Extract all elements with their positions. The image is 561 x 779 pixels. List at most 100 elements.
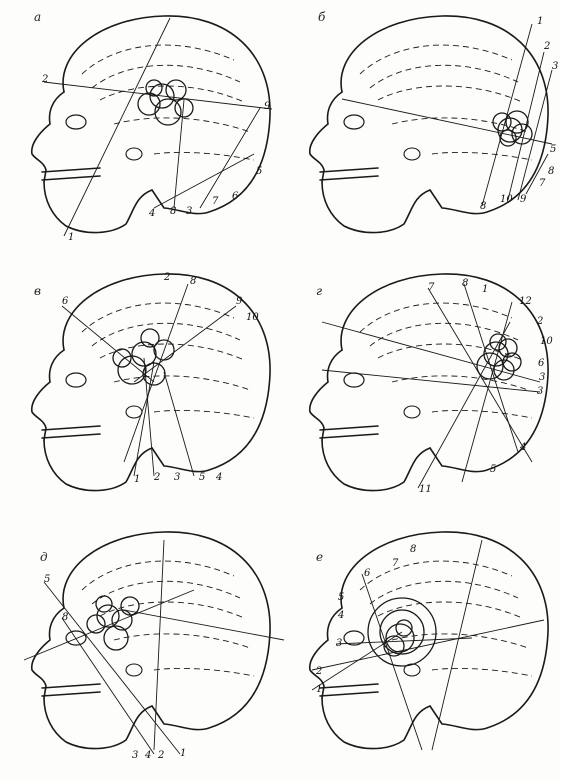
projection-line	[164, 372, 194, 476]
skull-contour	[320, 684, 378, 696]
skull-contour	[42, 168, 100, 180]
callout-label: 4	[215, 472, 222, 483]
callout-label: 11	[419, 484, 432, 495]
callout-label: 1	[134, 474, 140, 485]
panel-a: а 1 2 3 4 5 6 7 8 9	[4, 4, 284, 263]
lesion-circle	[113, 349, 131, 367]
orbit	[344, 373, 364, 387]
projection-line	[44, 582, 180, 754]
brain-contour	[92, 581, 240, 604]
projection-lines	[322, 284, 540, 488]
projection-line	[482, 24, 532, 206]
brain-contour	[154, 668, 254, 676]
projection-lines	[312, 540, 544, 750]
callout-label: 8	[548, 166, 554, 177]
ear-canal	[404, 148, 420, 160]
callout-label: 3	[186, 206, 192, 217]
projection-line	[342, 99, 552, 144]
panel-v: в 1 2 3 4 5 6 8 9 10 2	[4, 262, 284, 521]
skull-contour	[310, 608, 342, 698]
orbit	[344, 115, 364, 129]
skull-contour	[310, 350, 342, 440]
callout-label: 2	[153, 472, 160, 483]
callout-label: 6	[364, 568, 371, 579]
skull-contour	[42, 426, 100, 438]
skull-contour	[32, 92, 64, 182]
brain-contour	[82, 561, 234, 590]
callout-label: 2	[157, 750, 164, 761]
callout-label: 6	[232, 191, 239, 202]
callout-label: 4	[519, 442, 526, 453]
projection-line	[62, 306, 154, 382]
projection-line	[144, 358, 154, 476]
brain-contour	[432, 668, 532, 676]
skull-diagram: 1 2 3 4 5 8	[4, 520, 284, 779]
skull-diagram: 1 2 3 4 5 6 7 8 9	[4, 4, 284, 263]
callout-label: 5	[256, 166, 262, 177]
callout-label: 2	[315, 666, 322, 677]
callout-label: 5	[490, 464, 496, 475]
brain-contour	[378, 86, 522, 102]
projection-lines	[44, 18, 272, 236]
projection-line	[154, 154, 254, 208]
projection-line	[428, 288, 532, 462]
callout-label: 3	[336, 638, 342, 649]
ear-canal	[404, 406, 420, 418]
callout-label: 4	[337, 610, 344, 621]
brain-contour	[100, 344, 244, 360]
callout-label: 7	[428, 282, 435, 293]
brain-contour	[154, 152, 254, 160]
orbit	[66, 373, 86, 387]
brain-contour	[82, 303, 234, 332]
skull-contour	[320, 168, 378, 180]
projection-lines	[62, 284, 236, 476]
callout-label: 4	[148, 208, 155, 219]
callout-label: 8	[410, 544, 416, 555]
callout-label: 1	[537, 16, 543, 27]
skull-contour	[32, 350, 64, 440]
callout-label: 5	[338, 592, 344, 603]
projection-line	[312, 632, 402, 690]
callout-label: 10	[500, 194, 513, 205]
callout-label: 1	[316, 684, 322, 695]
skull-contour	[63, 16, 270, 214]
brain-contour	[114, 634, 250, 648]
skull-contour	[310, 92, 342, 182]
projection-line	[200, 108, 260, 208]
callout-label: 6	[62, 296, 69, 307]
skull-contour	[42, 684, 100, 696]
callout-label: 2	[543, 41, 550, 52]
skull-diagram: 1 2 3 4 5 6 7 8	[282, 520, 561, 779]
callout-label: 7	[392, 558, 399, 569]
ear-canal	[126, 664, 142, 676]
ear-canal	[126, 148, 142, 160]
brain-contour	[370, 65, 518, 88]
callout-label: 7	[212, 196, 219, 207]
skull-contour	[322, 440, 430, 491]
skull-diagram: 1 2 3 5 7 8 9 10 8	[282, 4, 561, 263]
callout-label: 3	[174, 472, 180, 483]
brain-contour	[92, 323, 240, 346]
projection-line	[64, 18, 170, 236]
callout-label: 9	[264, 101, 271, 112]
projection-line	[134, 306, 236, 382]
brain-contour	[392, 376, 528, 390]
brain-contour	[432, 152, 532, 160]
callout-label: 6	[538, 358, 545, 369]
callout-label: 3	[552, 61, 558, 72]
brain-contour	[370, 581, 518, 604]
lesion-circles	[493, 111, 532, 146]
projection-lines	[342, 24, 552, 206]
projection-line	[312, 620, 544, 670]
brain-contour	[360, 303, 512, 332]
skull-contour	[341, 274, 548, 472]
callout-label: 9	[520, 194, 527, 205]
callout-label: 10	[246, 312, 259, 323]
projection-line	[24, 590, 194, 660]
callout-label: 4	[144, 750, 151, 761]
callout-label: 2	[41, 74, 48, 85]
orbit	[66, 115, 86, 129]
brain-contour	[360, 561, 512, 590]
brain-contour	[360, 45, 512, 74]
skull-contour	[44, 182, 152, 233]
